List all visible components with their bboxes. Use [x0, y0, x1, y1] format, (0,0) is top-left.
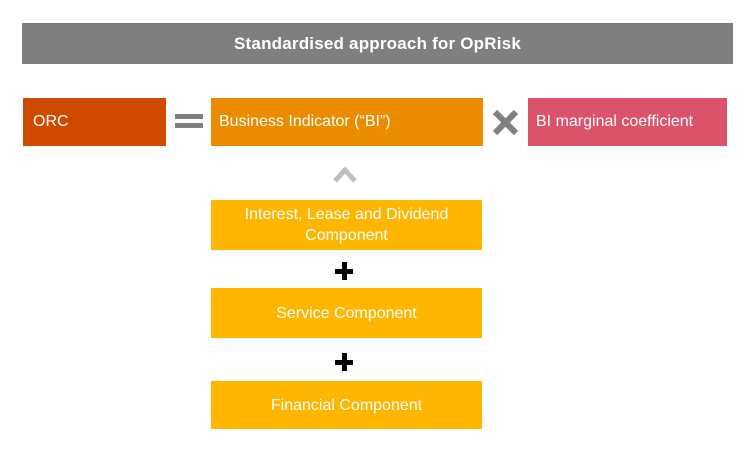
orc-label: ORC: [33, 113, 69, 130]
orc-box: ORC: [23, 98, 166, 146]
plus-icon: [335, 262, 353, 280]
interest-lease-dividend-component-label: Interest, Lease and Dividend Component: [244, 206, 449, 244]
chevron-up-icon: [333, 167, 357, 183]
plus-bar-vertical: [341, 353, 347, 371]
business-indicator-label: Business Indicator (“BI”): [219, 113, 391, 130]
service-component-box: Service Component: [211, 288, 482, 338]
business-indicator-box: Business Indicator (“BI”): [211, 98, 483, 146]
bi-marginal-coefficient-box: BI marginal coefficient: [528, 98, 727, 146]
diagram-title: Standardised approach for OpRisk: [234, 33, 521, 53]
equals-bar-bottom: [175, 123, 203, 128]
service-component-label: Service Component: [276, 304, 417, 322]
plus-bar-vertical: [341, 262, 347, 280]
financial-component-box: Financial Component: [211, 381, 482, 429]
plus-icon: [335, 353, 353, 371]
equals-icon: [175, 114, 203, 128]
bi-marginal-coefficient-label: BI marginal coefficient: [536, 113, 694, 130]
interest-lease-dividend-component-box: Interest, Lease and Dividend Component: [211, 200, 482, 250]
multiply-icon: [492, 109, 519, 136]
financial-component-label: Financial Component: [270, 396, 423, 414]
diagram-title-bar: Standardised approach for OpRisk: [22, 23, 733, 64]
equals-bar-top: [175, 114, 203, 119]
